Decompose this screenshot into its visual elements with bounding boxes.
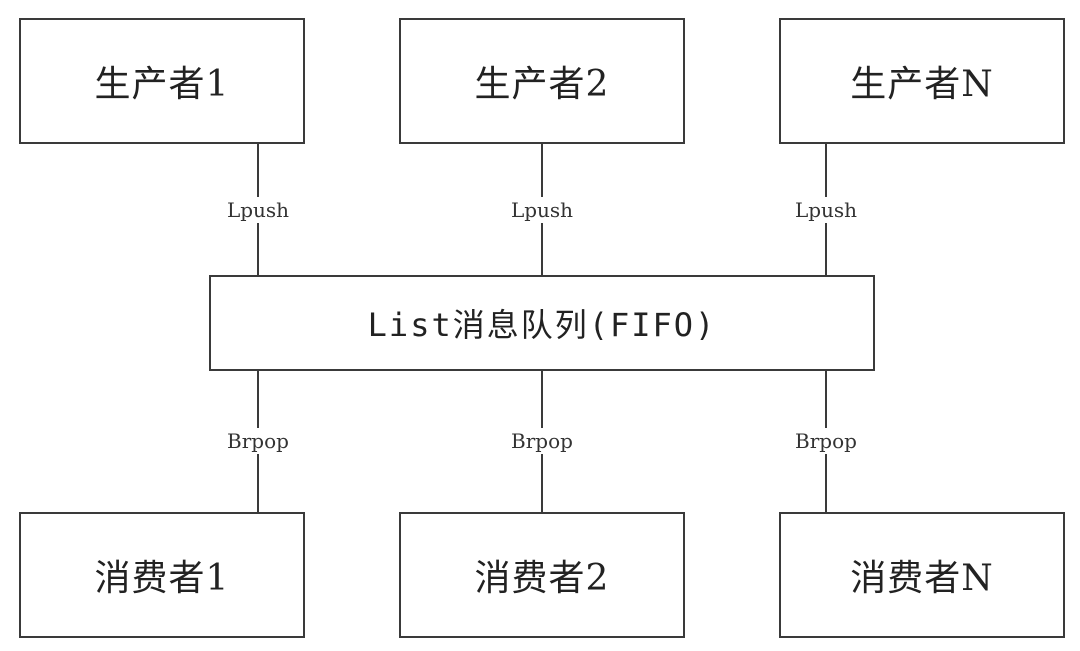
consumer-n-box: 消费者N (779, 512, 1065, 638)
consumer-1-label: 消费者1 (94, 558, 230, 599)
producer-n-box: 生产者N (779, 18, 1065, 144)
pop-label-n: Brpop (793, 428, 859, 454)
pop-label-1: Brpop (225, 428, 291, 454)
consumer-n-label: 消费者N (850, 558, 994, 599)
producer-1-box: 生产者1 (19, 18, 305, 144)
push-label-1: Lpush (224, 197, 292, 223)
list-queue-box: List消息队列(FIFO) (209, 275, 875, 371)
list-queue-label: List消息队列(FIFO) (367, 306, 717, 344)
push-label-n: Lpush (792, 197, 860, 223)
producer-1-label: 生产者1 (94, 64, 230, 105)
push-label-2: Lpush (508, 197, 576, 223)
consumer-1-box: 消费者1 (19, 512, 305, 638)
consumer-2-label: 消费者2 (474, 558, 610, 599)
producer-n-label: 生产者N (850, 64, 994, 105)
pop-label-2: Brpop (509, 428, 575, 454)
producer-2-label: 生产者2 (474, 64, 610, 105)
producer-2-box: 生产者2 (399, 18, 685, 144)
consumer-2-box: 消费者2 (399, 512, 685, 638)
